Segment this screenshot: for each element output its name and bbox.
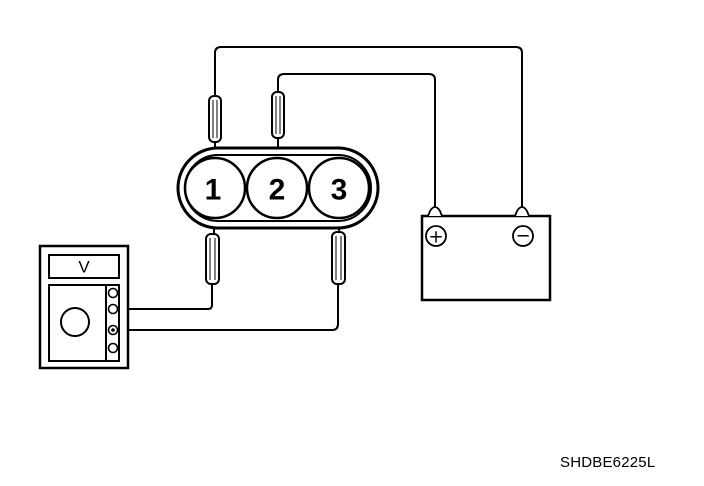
battery-positive-terminal xyxy=(425,225,447,247)
voltmeter-display-label: V xyxy=(78,258,90,277)
voltmeter-jack-2 xyxy=(107,303,119,315)
wire-terminal1-to-voltmeter xyxy=(116,284,213,310)
probe-top-terminal1 xyxy=(208,95,222,160)
figure-code: SHDBE6225L xyxy=(560,454,656,471)
battery-positive-symbol: + xyxy=(428,227,443,248)
battery-negative-symbol: − xyxy=(515,226,530,247)
voltmeter: V xyxy=(38,244,130,370)
voltmeter-jack-1 xyxy=(107,287,119,299)
wire-terminal3-to-voltmeter xyxy=(116,284,339,331)
terminal-3 xyxy=(307,156,371,220)
connector: 1 2 3 xyxy=(176,146,380,230)
terminal-1-label: 1 xyxy=(205,174,222,207)
battery-negative-terminal xyxy=(512,225,534,247)
voltmeter-jack-4 xyxy=(107,342,119,354)
terminal-2-label: 2 xyxy=(269,174,286,207)
wire-terminal1-to-battery-negative xyxy=(214,46,523,208)
probe-bottom-terminal1 xyxy=(205,212,220,285)
terminal-1 xyxy=(183,156,247,220)
terminal-2 xyxy=(245,156,309,220)
voltmeter-dial xyxy=(60,307,90,337)
terminal-3-label: 3 xyxy=(331,174,348,207)
wire-terminal2-to-battery-positive xyxy=(277,73,436,208)
battery: + − xyxy=(420,206,552,302)
